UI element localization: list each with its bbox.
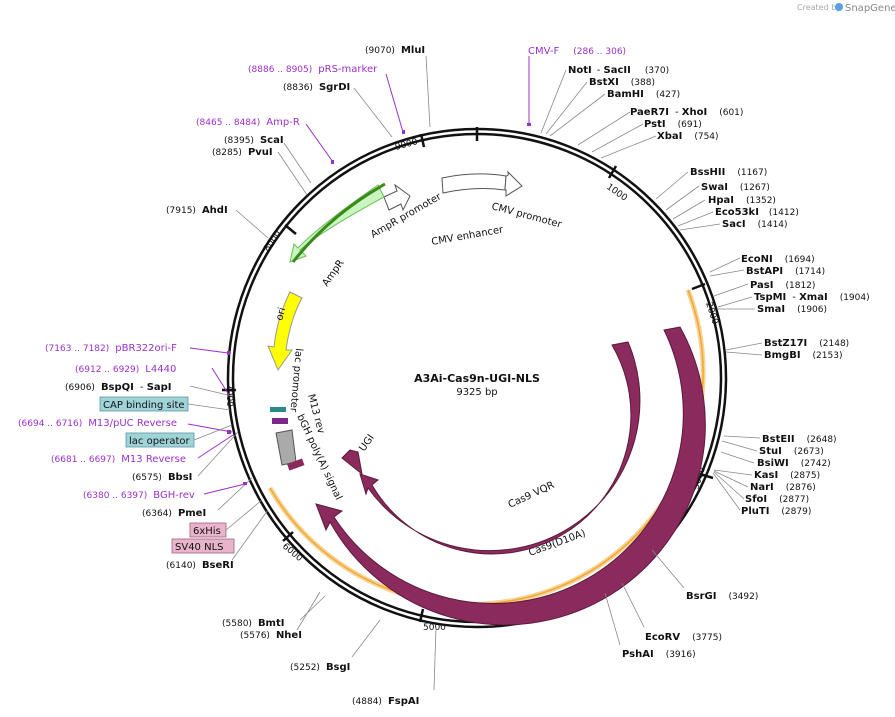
lac-promoter-label: lac promoter [287,348,304,414]
enzyme-stui: StuI(2673) [759,446,824,457]
enzyme-bsteii: BstEII(2648) [762,434,837,445]
ampr-promoter-arrow [383,183,411,212]
primer-leader-lines [187,56,530,495]
enzyme-hpai: HpaI(1352) [708,195,776,206]
enzyme-leader-lines [189,55,763,691]
enzyme-bspqi: (6906)BspQI- SapI [65,382,172,393]
tick-label-9000: 9000 [394,137,419,153]
ori-label: ori [274,306,288,321]
enzyme-kasi: KasI(2875) [754,470,820,481]
enzyme-bsrgi: BsrGI(3492) [686,591,758,602]
enzyme-bsshii: BssHII(1167) [690,167,767,178]
enzyme-bstz17i: BstZ17I(2148) [764,338,849,349]
ampr-label: AmpR [320,258,346,289]
enzyme-econi: EcoNI(1694) [741,254,815,265]
enzyme-bseri: (6140)BseRI [166,560,234,571]
enzyme-fspai: (4884)FspAI [352,696,419,707]
enzyme-bbsi: (6575)BbsI [132,472,192,483]
enzyme-nhei: (5576)NheI [240,630,302,641]
enzyme-swai: SwaI(1267) [701,182,770,193]
primer-amp-r: (8465 .. 8484)Amp-R [196,117,300,128]
enzyme-xbai: XbaI(754) [657,131,719,142]
cmv-enhancer-label: CMV enhancer [431,224,505,248]
lac-leader [193,424,233,441]
primer-markers [227,123,531,485]
primer-l4440: (6912 .. 6929)L4440 [75,364,176,375]
enzyme-pshai: PshAI(3916) [622,649,696,660]
enzyme-smai: SmaI(1906) [757,304,827,315]
snapgene-logo-icon [835,3,843,11]
m13-marker [272,418,288,424]
enzyme-mlui: (9070)MluI [365,45,425,56]
nls-leader [225,499,263,531]
enzyme-paer7i: PaeR7I- XhoI(601) [630,107,743,118]
enzyme-bmti: (5580)BmtI [222,618,284,629]
primer-cmv-f: CMV-F(286 .. 306) [528,46,626,57]
cas9-vqr-arrow [359,341,641,555]
cap-leader [187,403,231,411]
ampr-green-band [291,182,386,263]
enzyme-sfoi: SfoI(2877) [745,494,809,505]
primer-m13-puc-reverse: (6694 .. 6716)M13/pUC Reverse [18,418,177,429]
lac-operator-marker [270,407,286,412]
enzyme-bsgi: (5252)BsgI [290,662,350,673]
plasmid-size: 9325 bp [456,387,497,398]
enzyme-saci: SacI(1414) [722,219,788,230]
enzyme-bstxi: BstXI(388) [589,77,655,88]
lac-operator-label: lac operator [129,436,190,447]
ugi-arrow [341,449,363,476]
created-by-label: Created by [797,3,841,12]
bgh-polya-feature [275,429,297,466]
his-nls-marker [287,458,305,471]
primer-bgh-rev: (6380 .. 6397)BGH-rev [83,490,195,501]
enzyme-sgrdi: (8836)SgrDI [283,82,350,93]
primer-prs-marker: (8886 .. 8905)pRS-marker [248,64,378,75]
primer-m13-reverse: (6681 .. 6697)M13 Reverse [51,454,186,465]
cmv-enhancer-arrow [441,173,507,194]
enzyme-bamhi: BamHI(427) [607,89,680,100]
enzyme-ahdi: (7915)AhdI [166,205,228,216]
sv40-nls-label: SV40 NLS [175,542,224,553]
cas9-vqr-label: Cas9 VQR [507,480,557,511]
enzyme-pasi: PasI(1812) [750,280,815,291]
sv40-nls-box [171,538,235,554]
his-tag-label: 6xHis [193,526,221,537]
enzyme-tspmi: TspMI- XmaI(1904) [754,292,870,303]
enzyme-psti: PstI(691) [644,119,702,130]
enzyme-bmgbi: BmgBI(2153) [764,350,842,361]
enzyme-bstapi: BstAPI(1714) [746,266,825,277]
enzyme-eco53ki: Eco53kI(1412) [715,207,799,218]
tick-label-5000: 5000 [423,623,446,633]
enzyme-nari: NarI(2876) [750,482,816,493]
cmv-promoter-arrow [504,170,523,197]
plasmid-name: A3Ai-Cas9n-UGI-NLS [414,372,540,385]
enzyme-pmei: (6364)PmeI [142,508,206,519]
cap-binding-site-label: CAP binding site [103,400,185,411]
position-ticks [222,127,714,623]
primer-pbr322ori-f: (7163 .. 7182)pBR322ori-F [45,343,177,354]
enzyme-ecorv: EcoRV(3775) [645,632,722,643]
snapgene-brand: SnapGene [845,3,895,14]
ori-arrow [267,291,303,372]
cas9-d10a-arrow [315,326,706,626]
enzyme-scai: (8395)ScaI [224,135,284,146]
enzyme-pluti: PluTI(2879) [741,506,811,517]
ugi-label: UGI [357,433,376,454]
enzyme-bsiwi: BsiWI(2742) [757,458,831,469]
enzyme-pvui: (8285)PvuI [212,147,273,158]
tick-label-2000: 2000 [703,301,720,326]
enzyme-noti: NotI- SacII(370) [568,65,669,76]
